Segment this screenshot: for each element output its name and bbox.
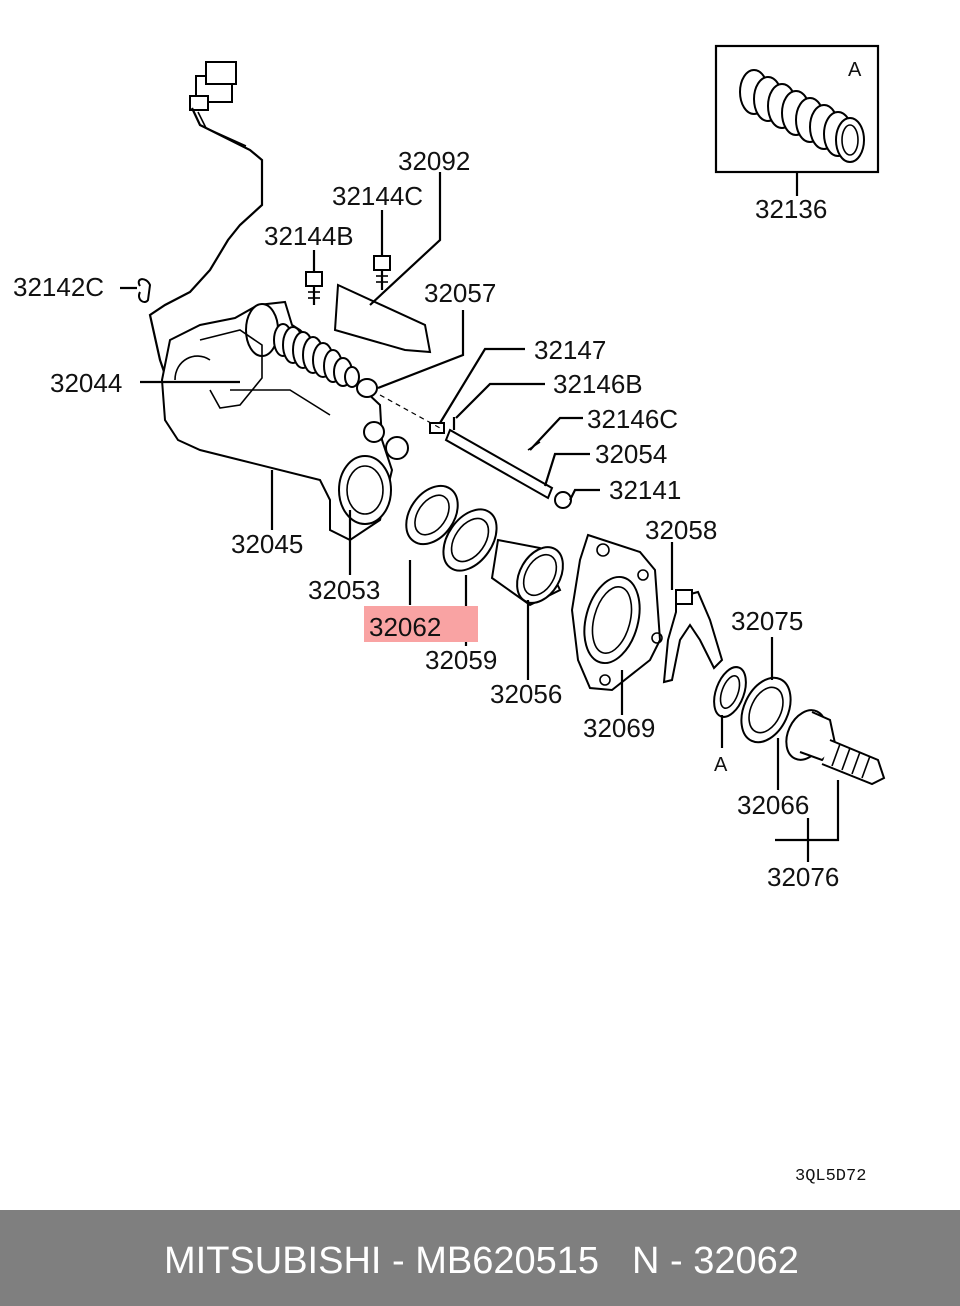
- bearing-32075-part: [740, 676, 792, 744]
- footer-ref: N - 32062: [632, 1240, 799, 1282]
- label-32141: 32141: [609, 475, 681, 505]
- label-32142c: 32142C: [13, 272, 104, 302]
- label-32056: 32056: [490, 679, 562, 709]
- label-32066: 32066: [737, 790, 809, 820]
- bolt-32144c-icon: [373, 255, 391, 290]
- drawing-code: 3QL5D72: [795, 1167, 866, 1186]
- label-32069: 32069: [583, 713, 655, 743]
- shift-fork-32058-part: [662, 589, 724, 684]
- label-32075: 32075: [731, 606, 803, 636]
- label-32146b: 32146B: [553, 369, 643, 399]
- highlight-32062: [364, 606, 478, 642]
- label-a-box: A: [848, 59, 862, 81]
- label-32053: 32053: [308, 575, 380, 605]
- label-32058: 32058: [645, 515, 717, 545]
- label-32057: 32057: [424, 278, 496, 308]
- label-a-ref: A: [714, 754, 728, 776]
- label-32044: 32044: [50, 368, 122, 398]
- label-32076: 32076: [767, 862, 839, 892]
- pin-32147-icon: [429, 422, 445, 434]
- oil-seal-32062-part: [405, 484, 459, 546]
- sleeve-32056-part: [490, 538, 564, 607]
- label-32062: 32062: [369, 612, 441, 642]
- output-shaft-32076-part: [785, 709, 886, 786]
- guard-plate-part: [333, 283, 432, 354]
- label-32045: 32045: [231, 529, 303, 559]
- shift-rail-part: [444, 417, 572, 509]
- label-32054: 32054: [595, 439, 667, 469]
- label-32147: 32147: [534, 335, 606, 365]
- footer-brand-part: MITSUBISHI - MB620515: [164, 1240, 600, 1282]
- parts-diagram: 32092 32144C 32144B 32142C 32057 32147 3…: [13, 44, 886, 1186]
- sensor-32053-icon: [363, 421, 385, 443]
- case-body-part: [160, 300, 394, 542]
- spring-part-icon: [739, 69, 865, 163]
- label-32136: 32136: [755, 194, 827, 224]
- boot-part: [273, 323, 360, 388]
- bolt-32144b-icon: [305, 271, 323, 305]
- label-32144c: 32144C: [332, 181, 423, 211]
- footer-bar: MITSUBISHI - MB620515 N - 32062: [0, 1210, 960, 1306]
- seal-32059-part: [442, 508, 498, 572]
- label-32092: 32092: [398, 146, 470, 176]
- housing-32069-part: [570, 533, 663, 692]
- label-32144b: 32144B: [264, 221, 354, 251]
- inset-box: [714, 44, 880, 196]
- label-32146c: 32146C: [587, 404, 678, 434]
- oring-icon: [385, 436, 409, 460]
- bushing-32057-icon: [356, 378, 378, 398]
- label-32059: 32059: [425, 645, 497, 675]
